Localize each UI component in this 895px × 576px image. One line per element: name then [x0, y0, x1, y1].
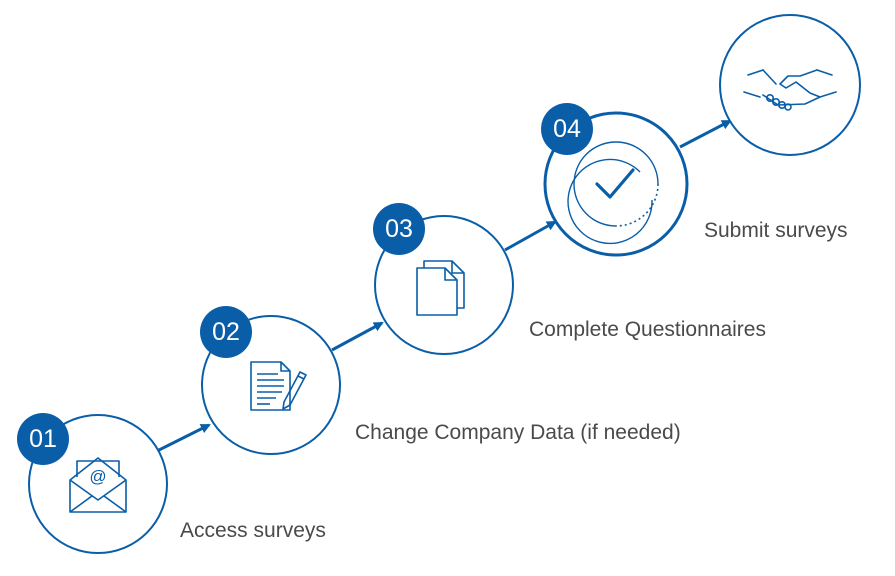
- arrow-1-to-2: [156, 423, 211, 453]
- step-3-badge: 03: [373, 203, 425, 255]
- step-2-label: Change Company Data (if needed): [355, 421, 681, 444]
- step-1-label: Access surveys: [180, 519, 326, 542]
- email-envelope-icon: @: [69, 457, 127, 513]
- step-4-label: Submit surveys: [704, 219, 848, 242]
- arrow-3-to-4: [504, 220, 557, 252]
- arrow-4-to-5: [679, 119, 732, 149]
- arrow-2-to-3: [331, 321, 384, 352]
- document-edit-icon: [250, 361, 307, 411]
- documents-icon: [416, 260, 465, 316]
- step-4-badge: 04: [541, 103, 593, 155]
- step-2-badge: 02: [200, 306, 252, 358]
- handshake-icon: [743, 69, 837, 111]
- svg-text:@: @: [89, 467, 106, 486]
- step-1-badge: 01: [17, 413, 69, 465]
- checkmark-icon: [567, 141, 659, 245]
- step-3-label: Complete Questionnaires: [529, 318, 766, 341]
